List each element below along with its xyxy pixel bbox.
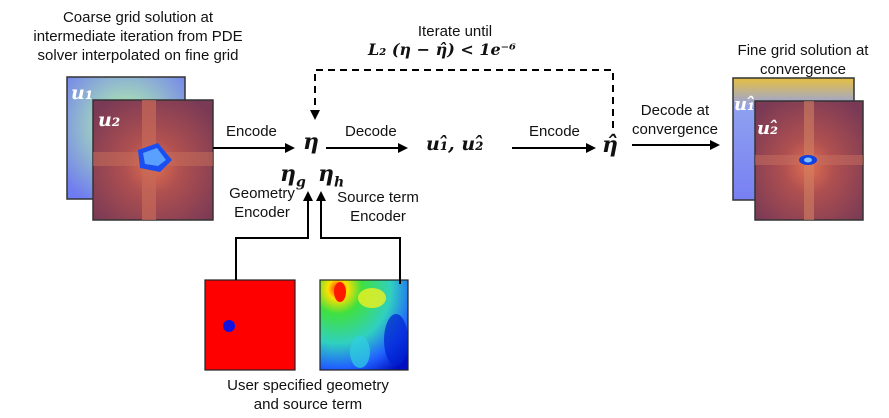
iterate-label: Iterate until [417,23,493,40]
coarse-caption-line: solver interpolated on fine grid [37,47,239,64]
user-caption-line: and source term [253,396,363,413]
decode-at-convergence-label: Decode at convergence [620,101,730,139]
u1-label: u₁ [71,82,94,104]
decode-at-line: Decode at [640,102,710,119]
coarse-caption-line: intermediate iteration from PDE [33,28,243,45]
eta-symbol: η [303,129,319,155]
fine-caption: Fine grid solution at convergence [718,41,888,79]
coarse-caption: Coarse grid solution at intermediate ite… [28,8,248,65]
decode-label: Decode [345,123,397,140]
source-encoder-label: Source term Encoder [328,188,428,226]
coarse-solution-panels [66,76,214,221]
encode-label-2: Encode [529,123,580,140]
decode-at-line: convergence [632,121,718,138]
u1-hat-label: u₁̂ [734,94,755,115]
coarse-caption-line: Coarse grid solution at [62,9,214,26]
geometry-map [204,279,296,371]
eta-hat-symbol: η̂ [602,132,618,158]
source-encoder-line: Encoder [350,208,406,225]
geometry-encoder-line: Geometry [229,185,295,202]
source-term-map [319,279,409,371]
u2-hat-label: u₂̂ [757,118,778,139]
source-encoder-line: Source term [337,189,419,206]
eta-g-symbol: ηg [280,161,306,191]
u2-label: u₂ [98,109,121,131]
arrows [213,69,720,284]
u-hat-pair: u₁̂, u₂̂ [426,133,484,155]
user-caption: User specified geometry and source term [198,376,418,414]
encode-label-1: Encode [226,123,277,140]
fine-caption-line: convergence [760,61,846,78]
eta-h-symbol: ηh [318,161,345,191]
iterate-condition: L₂ (η − η̂) < 1e⁻⁶ [368,40,517,59]
fine-caption-line: Fine grid solution at [737,42,869,59]
fine-solution-panels [732,77,864,221]
geometry-encoder-label: Geometry Encoder [222,184,302,222]
user-caption-line: User specified geometry [227,377,389,394]
geometry-encoder-line: Encoder [234,204,290,221]
